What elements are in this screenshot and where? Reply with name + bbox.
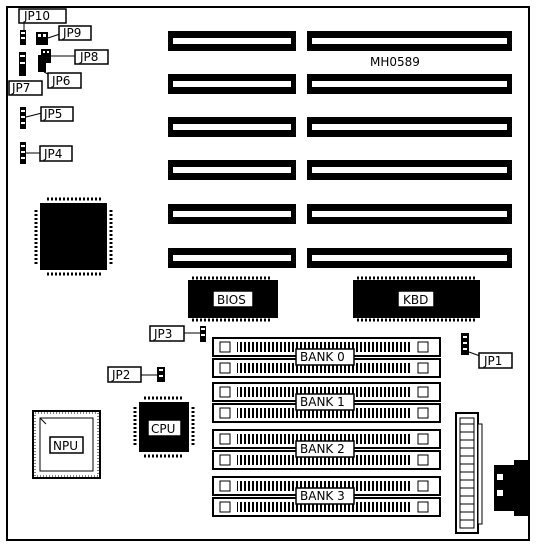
expansion-slots-right [307,31,512,268]
svg-text:JP4: JP4 [43,147,62,161]
simm-bank-0: BANK 0 [212,337,441,378]
svg-text:JP6: JP6 [51,74,70,88]
jumper-jp1: JP1 [461,333,513,369]
expansion-slots-left [168,31,296,268]
svg-text:JP10: JP10 [23,9,50,23]
jumper-jp3: JP3 [149,325,206,342]
jumper-jp2: JP2 [107,366,165,383]
jumper-jp9: JP9 [36,25,92,45]
board-id-label: MH0589 [370,55,420,69]
jumper-jp7: JP7 [8,52,43,96]
svg-text:JP5: JP5 [43,107,62,121]
bios-chip: BIOS [188,276,278,322]
jumper-jp5: JP5 [20,106,74,129]
jumper-jp6: JP6 [38,55,82,89]
kbd-chip: KBD [353,276,480,322]
npu-socket: NPU [32,410,101,479]
svg-text:JP8: JP8 [79,50,98,64]
svg-text:JP9: JP9 [62,26,81,40]
svg-text:KBD: KBD [403,293,428,307]
keyboard-connector [494,460,529,516]
power-connector [455,412,483,534]
svg-text:JP1: JP1 [483,354,502,368]
svg-text:BANK 0: BANK 0 [300,350,345,364]
jumper-jp10: JP10 [18,8,67,45]
simm-bank-3: BANK 3 [212,476,441,517]
svg-text:BIOS: BIOS [217,293,246,307]
svg-text:JP2: JP2 [111,368,130,382]
svg-text:JP3: JP3 [153,327,172,341]
cpu-chip: CPU [133,396,195,458]
simm-bank-1: BANK 1 [212,382,441,423]
svg-text:CPU: CPU [151,422,175,436]
square-chip [34,197,113,276]
svg-text:JP7: JP7 [11,81,30,95]
svg-text:NPU: NPU [53,439,78,453]
simm-bank-2: BANK 2 [212,429,441,470]
svg-text:BANK 2: BANK 2 [300,442,345,456]
svg-text:BANK 1: BANK 1 [300,395,345,409]
svg-text:BANK 3: BANK 3 [300,489,345,503]
jumper-jp4: JP4 [20,142,73,164]
